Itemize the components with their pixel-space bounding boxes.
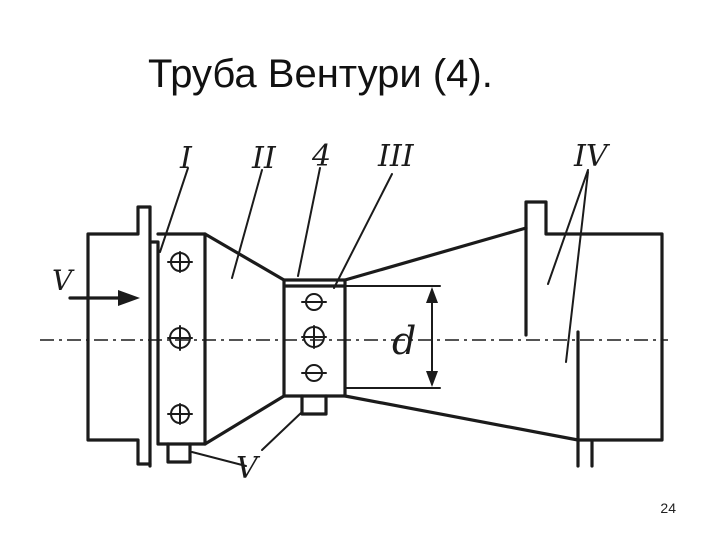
flow-label: V (52, 264, 75, 297)
section-label-iii: III (377, 139, 415, 174)
section-label-4: 4 (311, 139, 331, 174)
flow-arrow (68, 290, 140, 306)
inlet-chamber (148, 205, 207, 468)
section-label-ii: II (251, 141, 277, 176)
inlet-pipe-wall-bottom (86, 338, 152, 466)
outlet-flange-top (524, 200, 664, 342)
converging-cone (203, 232, 286, 446)
outlet-flange-bottom (576, 330, 664, 468)
section-label-iv: IV (573, 139, 611, 174)
page-number: 24 (660, 500, 676, 516)
leader-lines (159, 167, 589, 467)
slide-title: Труба Вентури (4). (148, 52, 493, 96)
throat-diameter-dimension (344, 285, 441, 389)
pressure-tap-holes (167, 251, 327, 425)
diverging-diffuser (343, 226, 580, 442)
throat-drain-nozzle (300, 394, 328, 416)
dimension-label: d (392, 319, 416, 363)
section-label-v: V (236, 451, 261, 486)
inlet-pipe-wall-top (86, 205, 152, 342)
inlet-drain-nozzle (166, 442, 192, 464)
section-label-i: I (179, 141, 193, 176)
